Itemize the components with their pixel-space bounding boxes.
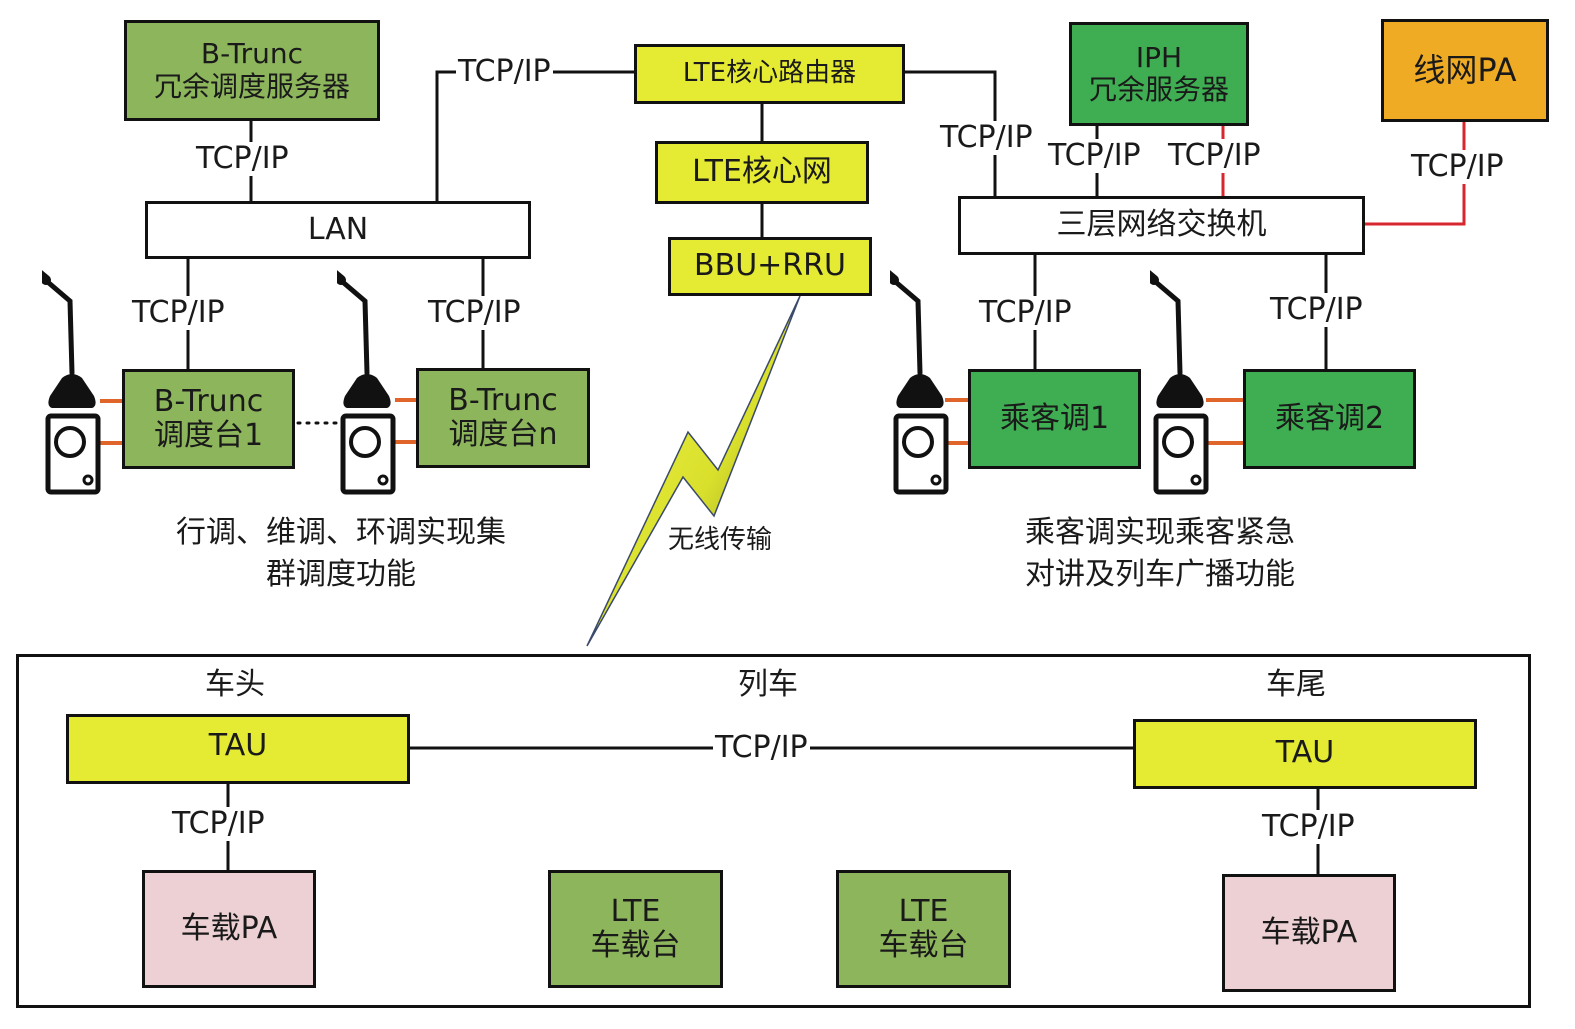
btrunc-dispatch-console-n[interactable]: B-Trunc 调度台n	[416, 368, 590, 468]
lte-onboard-1-line2: 车载台	[590, 928, 681, 963]
iph-line2: 冗余服务器	[1088, 73, 1229, 106]
line-network-pa[interactable]: 线网PA	[1381, 19, 1549, 122]
onboard-pa-head-label: 车载PA	[180, 910, 278, 946]
link-label-lan-console-n: TCP/IP	[426, 295, 523, 330]
link-label-linepa-switch: TCP/IP	[1409, 149, 1506, 184]
link-label-lan-router: TCP/IP	[456, 54, 553, 89]
btrunc-redundant-server[interactable]: B-Trunc 冗余调度服务器	[124, 20, 380, 121]
onboard-pa-tail[interactable]: 车载PA	[1222, 874, 1396, 992]
lte-onboard-radio-2[interactable]: LTE 车载台	[836, 870, 1011, 988]
dispatch-caption-line2: 群调度功能	[266, 557, 416, 592]
onboard-pa-head[interactable]: 车载PA	[142, 870, 316, 988]
passenger-console-2[interactable]: 乘客调2	[1243, 369, 1416, 469]
bbu-rru[interactable]: BBU+RRU	[668, 237, 872, 296]
console-n-line1: B-Trunc	[448, 382, 558, 418]
link-label-switch-pconsole-1: TCP/IP	[977, 295, 1074, 330]
lan-switch[interactable]: LAN	[145, 201, 531, 259]
passenger-caption: 乘客调实现乘客紧急 对讲及列车广播功能	[1000, 512, 1320, 596]
lan-label: LAN	[307, 211, 369, 247]
tau-head-label: TAU	[208, 728, 268, 763]
l3-switch-label: 三层网络交换机	[1056, 207, 1267, 243]
tau-tail-label: TAU	[1275, 735, 1335, 770]
tau-tail[interactable]: TAU	[1133, 719, 1477, 789]
link-label-tau-head-pa: TCP/IP	[170, 806, 267, 841]
lightning-bolt-icon	[586, 295, 801, 647]
line-pa-label: 线网PA	[1413, 51, 1517, 90]
iph-redundant-server[interactable]: IPH 冗余服务器	[1069, 22, 1249, 126]
console-1-line2: 调度台1	[153, 418, 264, 453]
tau-head[interactable]: TAU	[66, 714, 410, 784]
link-label-tau-tail-pa: TCP/IP	[1260, 809, 1357, 844]
train-tail-label: 车尾	[1266, 667, 1326, 702]
btrunc-server-line1: B-Trunc	[200, 37, 304, 71]
link-label-iph-switch-b: TCP/IP	[1166, 138, 1263, 173]
lte-onboard-2-line1: LTE	[898, 893, 949, 929]
passenger-caption-line1: 乘客调实现乘客紧急	[1025, 515, 1295, 550]
dispatcher-station-icon-n	[337, 270, 396, 495]
wire-router-switch	[903, 70, 997, 197]
link-label-tau-tau: TCP/IP	[713, 730, 810, 765]
console-1-line1: B-Trunc	[153, 383, 264, 419]
train-head-label: 车头	[205, 667, 265, 702]
btrunc-dispatch-console-1[interactable]: B-Trunc 调度台1	[122, 369, 295, 469]
link-label-switch-pconsole-2: TCP/IP	[1268, 292, 1365, 327]
train-center-label: 列车	[738, 667, 798, 702]
lte-onboard-radio-1[interactable]: LTE 车载台	[548, 870, 723, 988]
bbu-rru-label: BBU+RRU	[694, 248, 846, 284]
link-label-server-lan: TCP/IP	[194, 141, 291, 176]
passenger-station-icon-1	[890, 270, 949, 495]
dispatch-caption: 行调、维调、环调实现集 群调度功能	[145, 512, 537, 596]
lte-core-network[interactable]: LTE核心网	[655, 141, 869, 204]
console-n-line2: 调度台n	[448, 417, 558, 452]
wireless-transmission-label: 无线传输	[668, 525, 773, 555]
layer3-network-switch[interactable]: 三层网络交换机	[958, 196, 1365, 255]
passenger-station-icon-2	[1150, 270, 1209, 495]
lte-onboard-2-line2: 车载台	[878, 928, 969, 963]
lte-onboard-1-line1: LTE	[610, 893, 661, 929]
iph-line1: IPH	[1135, 40, 1183, 74]
passenger-console-1[interactable]: 乘客调1	[968, 369, 1141, 469]
onboard-pa-tail-label: 车载PA	[1260, 914, 1358, 950]
train-frame	[16, 654, 1531, 1008]
passenger-caption-line2: 对讲及列车广播功能	[1025, 557, 1295, 592]
link-label-iph-switch-a: TCP/IP	[1046, 138, 1143, 173]
dispatch-caption-line1: 行调、维调、环调实现集	[176, 515, 506, 550]
dispatcher-station-icon-1	[42, 270, 101, 495]
lte-core-label: LTE核心网	[692, 154, 832, 190]
link-label-router-switch: TCP/IP	[938, 120, 1035, 155]
wire-lan-router	[435, 70, 636, 202]
pconsole-1-label: 乘客调1	[999, 400, 1110, 436]
lte-core-router[interactable]: LTE核心路由器	[634, 44, 905, 104]
btrunc-server-line2: 冗余调度服务器	[153, 69, 350, 103]
link-label-lan-console-1: TCP/IP	[130, 295, 227, 330]
pconsole-2-label: 乘客调2	[1274, 400, 1385, 436]
lte-router-label: LTE核心路由器	[682, 58, 857, 89]
